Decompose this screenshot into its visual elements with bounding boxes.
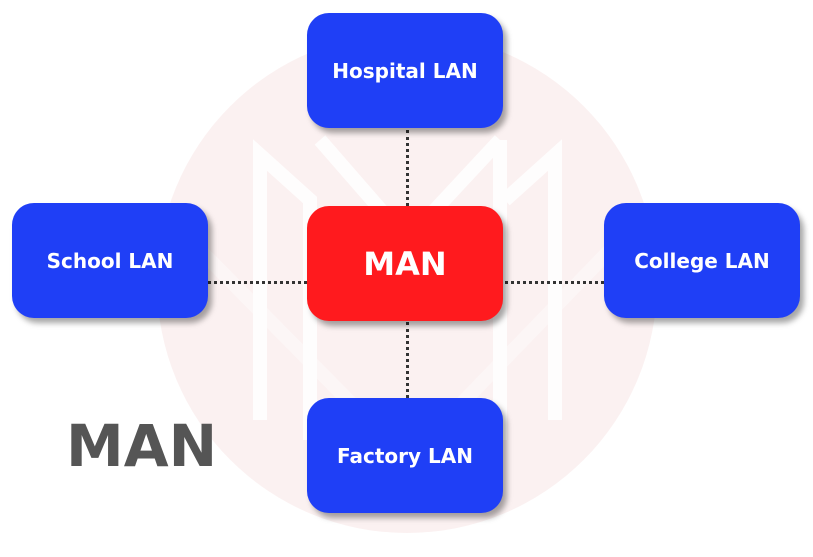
node-label: Hospital LAN xyxy=(332,58,478,83)
school-lan-node: School LAN xyxy=(12,203,208,318)
connector-right xyxy=(505,281,604,284)
connector-bottom xyxy=(406,322,409,398)
node-label: Factory LAN xyxy=(337,443,473,468)
man-node: MAN xyxy=(307,206,503,321)
factory-lan-node: Factory LAN xyxy=(307,398,503,513)
diagram-title: MAN xyxy=(66,412,218,480)
node-label: School LAN xyxy=(46,248,174,273)
connector-top xyxy=(406,130,409,206)
hospital-lan-node: Hospital LAN xyxy=(307,13,503,128)
node-label: MAN xyxy=(363,244,447,283)
node-label: College LAN xyxy=(634,248,770,273)
connector-left xyxy=(208,281,307,284)
college-lan-node: College LAN xyxy=(604,203,800,318)
